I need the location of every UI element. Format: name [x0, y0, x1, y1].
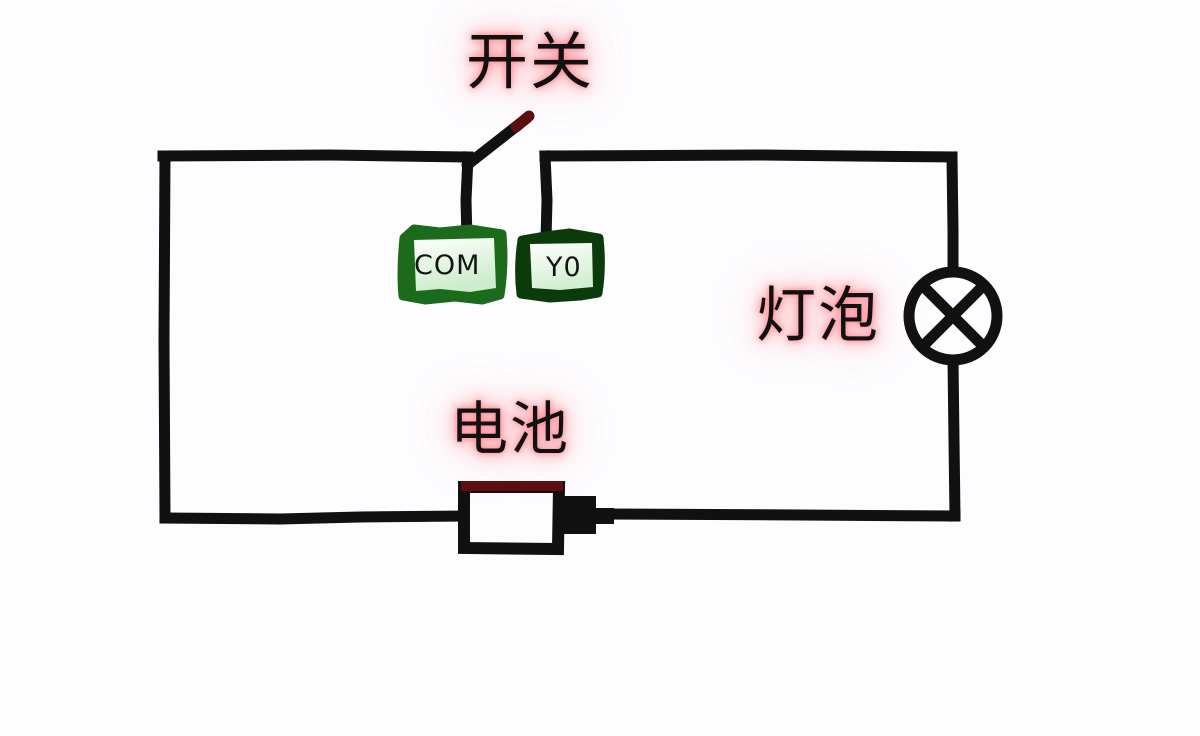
label-bulb: 灯泡 [756, 281, 880, 351]
wire-bottom-left [159, 510, 468, 525]
wire-left-vertical [158, 150, 171, 524]
battery-body [458, 481, 566, 556]
terminal-label-com: COM [414, 250, 481, 281]
lamp-x-stroke-2 [918, 281, 988, 351]
terminal-label-y0: Y0 [546, 252, 582, 283]
wire-y0-drop [539, 150, 553, 246]
wire-right-upper [946, 151, 959, 278]
wire-top-left [157, 149, 474, 163]
label-switch: 开关 [466, 25, 595, 98]
terminal-y0-fill [530, 243, 593, 290]
switch-lever-tip [510, 110, 535, 133]
terminal-block-y0[interactable] [515, 228, 605, 303]
battery-symbol[interactable] [458, 481, 614, 556]
switch-lever-group[interactable] [461, 110, 535, 171]
wire-group [157, 149, 961, 525]
lamp-symbol[interactable] [903, 266, 1003, 366]
terminal-com-fill [414, 238, 496, 292]
lamp-circle [903, 266, 1003, 366]
terminal-block-com[interactable] [397, 224, 508, 305]
battery-terminal-nub [558, 496, 614, 534]
label-battery: 电池 [450, 395, 571, 463]
wire-top-right [539, 149, 958, 163]
wire-bottom-right [606, 508, 961, 522]
wire-right-lower [947, 354, 961, 522]
